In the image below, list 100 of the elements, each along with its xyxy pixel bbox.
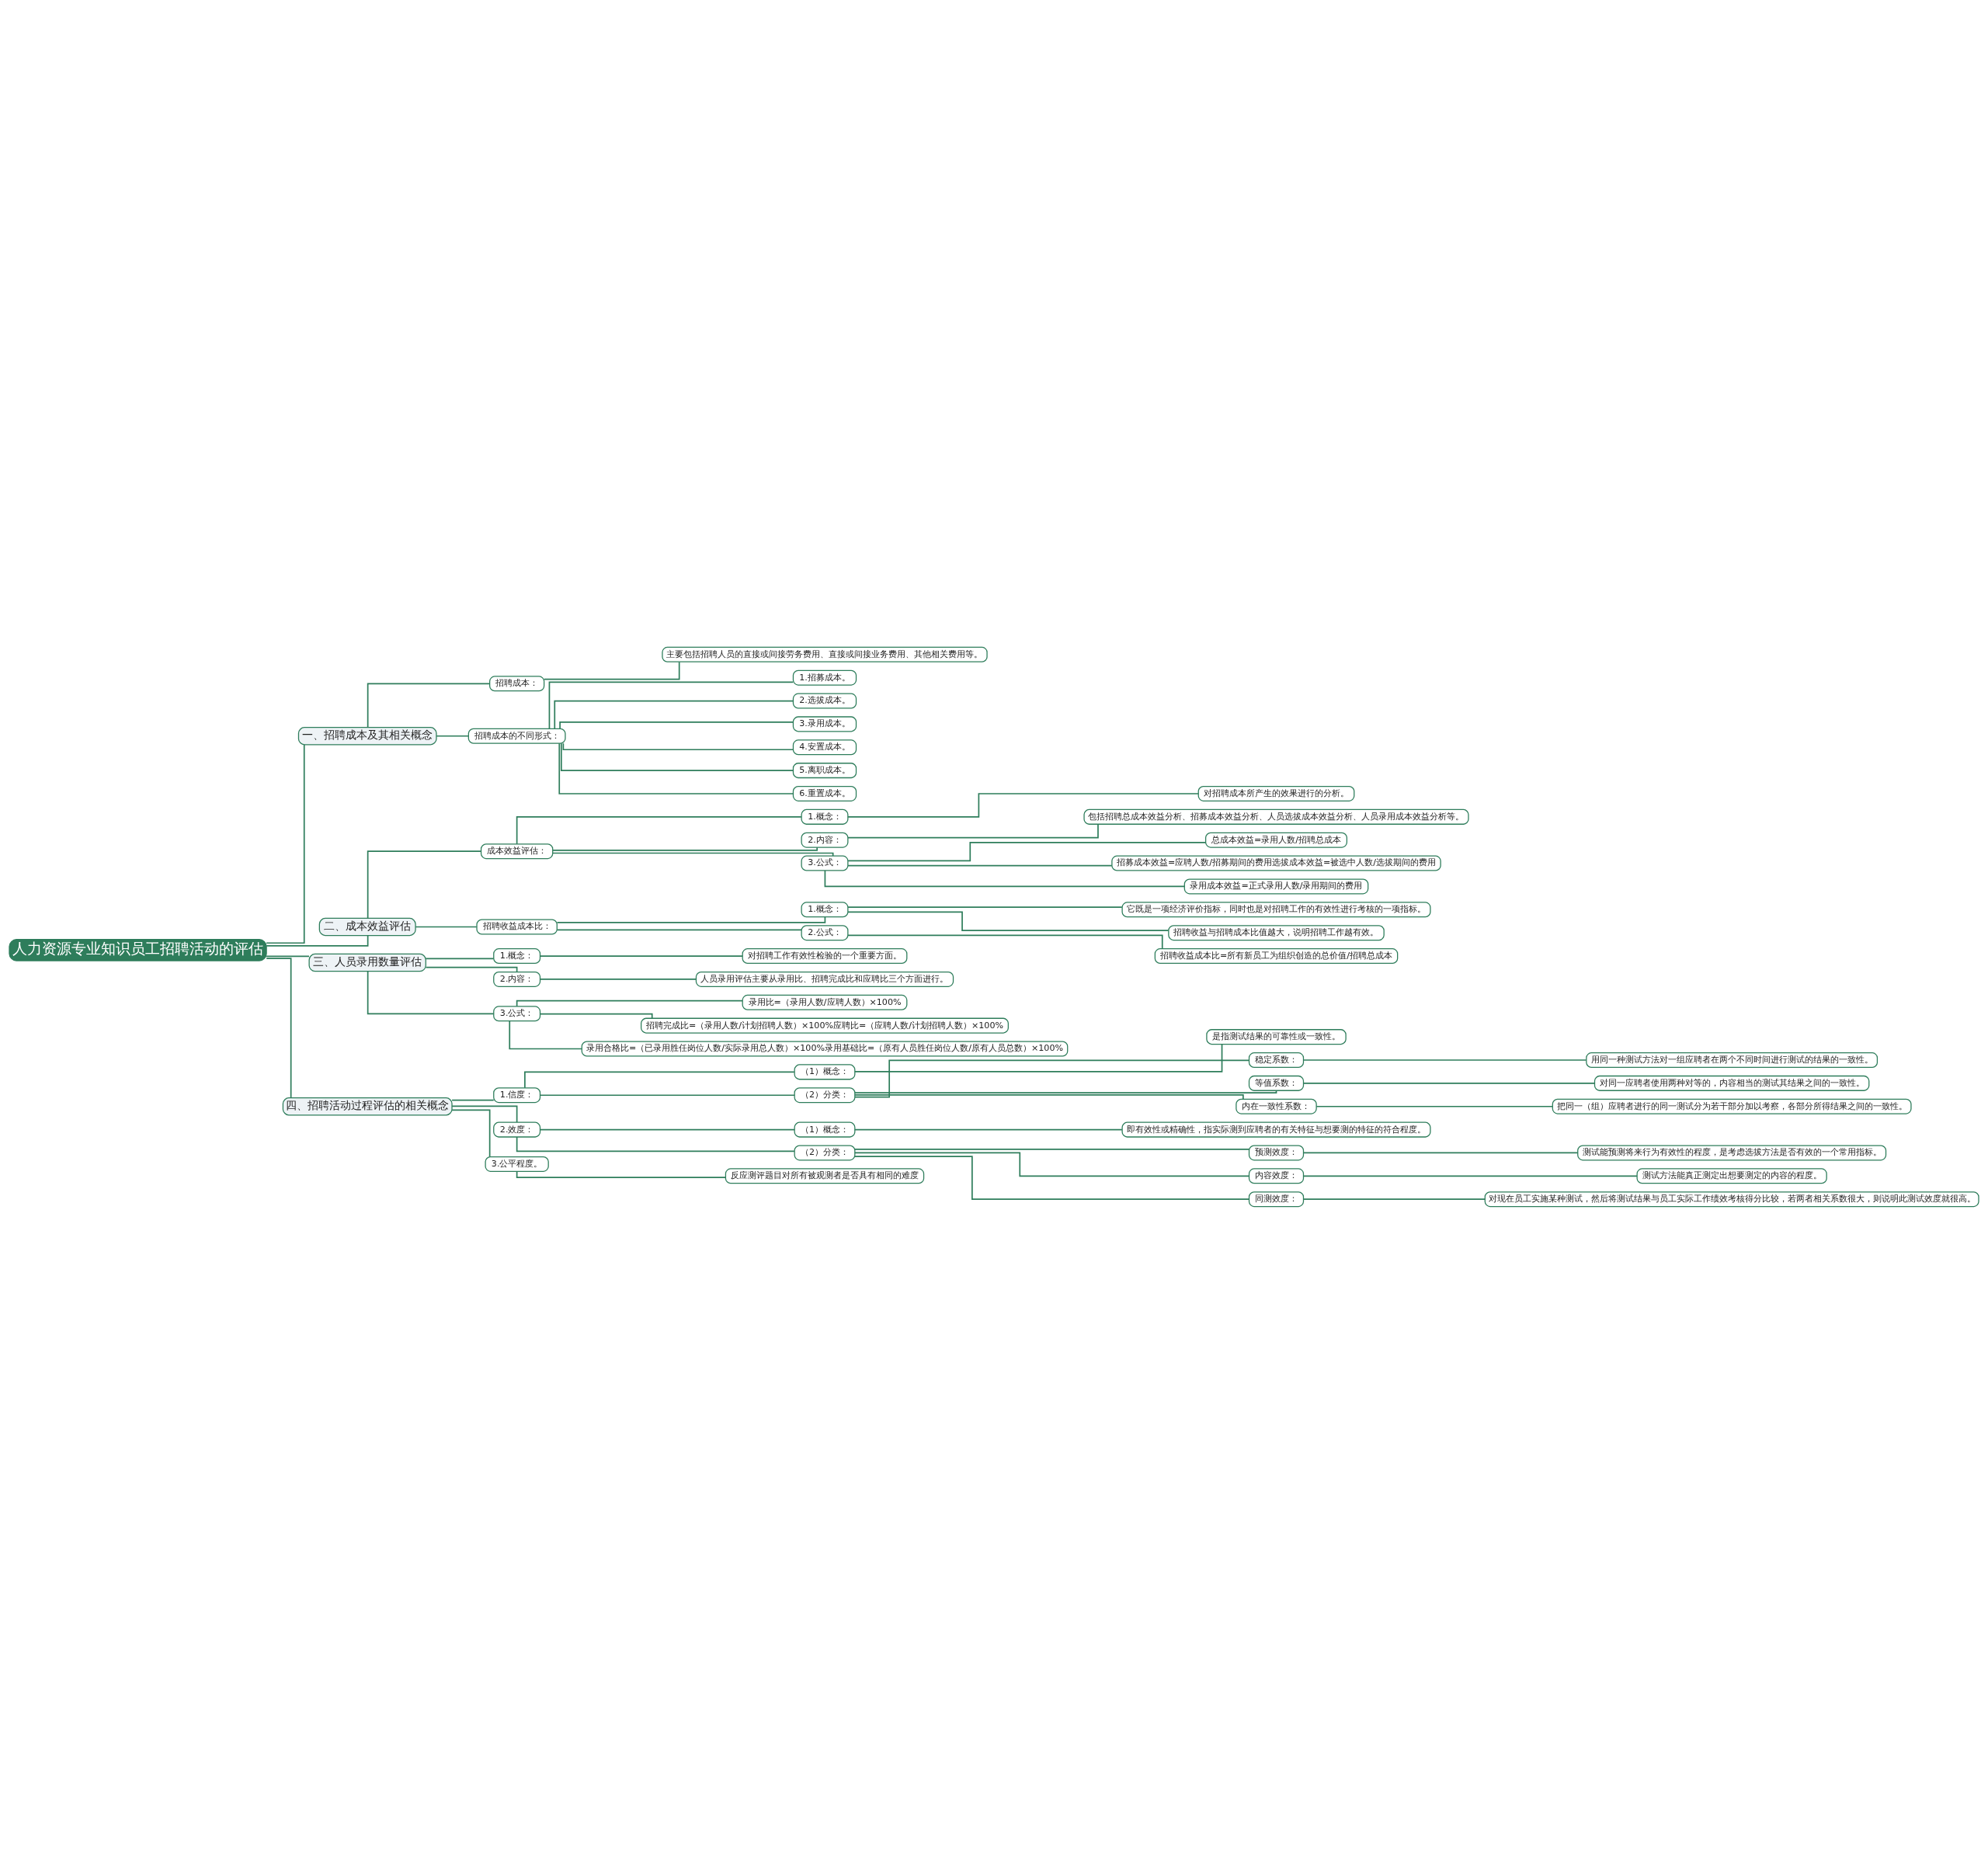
connector [425,966,518,972]
node-box: 招聘成本： [489,675,545,691]
connector [425,958,495,959]
connector [554,700,794,729]
connector [539,1128,795,1130]
node-box: 2.公式： [801,924,849,940]
connector [556,916,826,923]
connector [266,957,292,1098]
connector [516,1135,795,1152]
connector [847,933,1163,949]
node-box: 4.安置成本。 [792,739,857,755]
connector [451,1105,518,1123]
node-box: 录用合格比=（已录用胜任岗位人数/实际录用总人数）×100%录用基础比=（原有人员胜任岗位人数/原有人员总数）×100% [581,1040,1069,1057]
node-box: 录用成本效益=正式录用人数/录用期间的费用 [1183,878,1369,894]
node-box: 即有效性或精确性，指实际测到应聘者的有关特征与想要测的特征的符合程度。 [1121,1121,1431,1138]
connector [853,1128,1123,1130]
node-box: 招聘收益与招聘成本比值越大，说明招聘工作越有效。 [1168,924,1385,940]
connector [847,841,1207,861]
node-box: 6.重置成本。 [792,785,857,801]
connector [266,743,305,944]
node-box: 包括招聘总成本效益分析、招募成本效益分析、人员选拔成本效益分析、人员录用成本效益分析等。 [1083,808,1469,825]
node-box: （1）概念： [794,1063,856,1079]
connector [451,1099,495,1100]
node-box: 它既是一项经济评价指标，同时也是对招聘工作的有效性进行考核的一项指标。 [1121,901,1431,917]
connector [524,1071,795,1089]
node-box: 3.公式： [801,855,849,871]
node-box: 测试方法能真正测定出想要测定的内容的程度。 [1636,1167,1827,1184]
node-box: 2.内容： [801,832,849,848]
connector [1302,1175,1638,1177]
node-box: 2.内容： [493,971,541,987]
connector [558,742,794,794]
connector [509,1020,582,1049]
node-box: 用同一种测试方法对一组应聘者在两个不同时间进行测试的结果的一致性。 [1586,1052,1879,1068]
node-box: （2）分类： [794,1144,856,1160]
node-box: 成本效益评估： [480,843,554,859]
node-box: 招聘成本的不同形式： [467,728,566,744]
connector [824,869,1186,887]
connector [1302,1198,1486,1200]
connector [539,1013,653,1019]
node-box: 同测效度： [1248,1191,1305,1207]
node-box: 稳定系数： [1248,1052,1305,1068]
connector [552,852,834,857]
node-box: 把同一（组）应聘者进行的同一测试分为若干部分加以考察，各部分所得结果之间的一致性。 [1552,1098,1912,1114]
connector [539,954,743,957]
connector [1302,1082,1596,1084]
connector [854,1059,1250,1097]
node-box: 等值系数： [1248,1075,1305,1091]
connector [1302,1059,1587,1061]
connector [552,846,818,851]
connector [548,681,794,729]
connector [854,1152,1250,1177]
connector [1302,1152,1579,1153]
node-box: 1.招募成本。 [792,669,857,686]
connector [853,1148,1250,1150]
node-box: 预测效度： [1248,1144,1305,1160]
connector [516,815,802,845]
connector [854,1155,1250,1200]
connector [367,683,491,728]
node-box: 反应测评题目对所有被观测者是否具有相同的难度 [725,1167,925,1184]
node-box: 3.录用成本。 [792,715,857,732]
node-box: 1.概念： [801,901,849,917]
connector [854,1043,1223,1073]
node-box: 1.概念： [493,947,541,964]
node-box: 内容效度： [1248,1167,1305,1184]
node-box: 二、成本效益评估 [318,917,416,936]
node-box: 测试能预测将来行为有效性的程度，是考虑选拔方法是否有效的一个常用指标。 [1577,1144,1887,1160]
connector [847,911,1170,931]
node-box: 内在一致性系数： [1236,1098,1317,1114]
connector [1315,1105,1553,1107]
node-box: 招聘收益成本比=所有新员工为组织创造的总价值/招聘总成本 [1154,947,1399,964]
connector [847,906,1123,908]
node-box: 招聘收益成本比： [476,918,558,935]
node-box: 一、招聘成本及其相关概念 [297,726,437,745]
node-box: 对招聘成本所产生的效果进行的分析。 [1197,785,1355,801]
connector [854,1093,1244,1100]
node-box: 是指测试结果的可靠性或一致性。 [1206,1028,1347,1045]
connector [367,850,482,919]
connector [539,978,697,980]
node-box: 总成本效益=录用人数/招聘总成本 [1204,832,1348,848]
node-box: 人力资源专业知识员工招聘活动的评估 [9,938,267,961]
connector [266,934,369,947]
connector [367,970,495,1014]
connector [560,742,794,771]
node-box: 5.离职成本。 [792,762,857,778]
node-box: 对现在员工实施某种测试，然后将测试结果与员工实际工作绩效考核得分比较，若两者相关系数很大，则说明此测试效度就很高。 [1484,1191,1979,1207]
connector [539,1093,795,1096]
node-box: 1.信度： [493,1086,541,1103]
node-box: （2）分类： [794,1086,856,1103]
node-box: 3.公式： [493,1005,541,1021]
node-box: 对同一应聘者使用两种对等的，内容相当的测试其结果之间的一致性。 [1594,1075,1870,1091]
connector [556,929,802,930]
node-box: 招聘完成比=（录用人数/计划招聘人数）×100%应聘比=（应聘人数/计划招聘人数）×100% [641,1017,1009,1034]
node-box: 1.概念： [801,808,849,825]
node-box: （1）概念： [794,1121,856,1138]
connector [451,1108,491,1157]
connector [853,1090,1277,1093]
node-box: 录用比=（录用人数/应聘人数）×100% [742,994,908,1010]
connector [436,735,470,737]
connector [415,926,478,927]
node-box: 2.效度： [493,1121,541,1138]
